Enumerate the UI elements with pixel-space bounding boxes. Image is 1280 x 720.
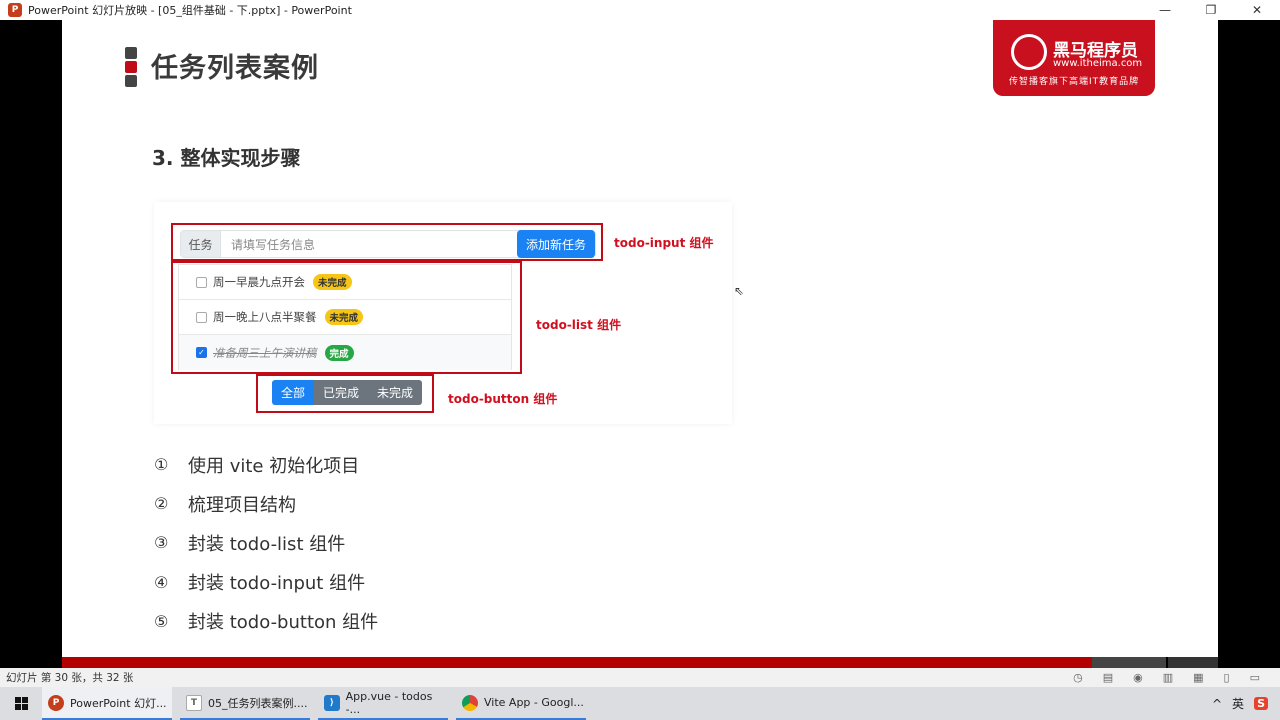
timer-icon[interactable]: ◷ bbox=[1073, 671, 1083, 684]
step-number: ④ bbox=[154, 572, 169, 592]
taskbar-item-vscode[interactable]: ⟩ App.vue - todos -... bbox=[318, 687, 448, 720]
input-prefix-label: 任务 bbox=[181, 231, 221, 257]
slide-counter: 幻灯片 第 30 张，共 32 张 bbox=[6, 672, 134, 684]
todo-item: 周一早晨九点开会 未完成 bbox=[179, 265, 511, 300]
filter-done-button: 已完成 bbox=[314, 380, 369, 405]
taskbar-item-chrome[interactable]: Vite App - Googl... bbox=[456, 687, 586, 720]
windows-taskbar: P PowerPoint 幻灯... T 05_任务列表案例.... ⟩ App… bbox=[0, 687, 1280, 720]
view-controls: ◷ ▤ ◉ ▥ ▦ ▯ ▭ bbox=[1073, 668, 1260, 687]
letterbox-left bbox=[0, 20, 62, 657]
todo-text: 准备周三上午演讲稿 bbox=[213, 345, 317, 360]
typora-icon: T bbox=[186, 694, 202, 711]
slide-title: 任务列表案例 bbox=[151, 53, 319, 84]
step-item: ③ 封装 todo-list 组件 bbox=[154, 523, 378, 562]
todo-text: 周一晚上八点半聚餐 bbox=[213, 310, 317, 324]
todo-item: 周一晚上八点半聚餐 未完成 bbox=[179, 300, 511, 335]
play-icon[interactable]: ◉ bbox=[1133, 671, 1143, 684]
minimize-button[interactable]: — bbox=[1159, 3, 1171, 17]
reading-view-icon[interactable]: ▯ bbox=[1223, 671, 1230, 684]
window-titlebar: P PowerPoint 幻灯片放映 - [05_组件基础 - 下.pptx] … bbox=[0, 0, 1280, 20]
filter-button-group: 全部 已完成 未完成 bbox=[272, 380, 423, 405]
step-text: 使用 vite 初始化项目 bbox=[188, 455, 360, 477]
todo-button-highlight bbox=[256, 374, 434, 413]
brand-name: 黑马程序员 bbox=[1053, 41, 1138, 61]
todo-input-highlight bbox=[171, 223, 603, 261]
brand-logo: 黑马程序员 www.itheima.com 传智播客旗下高端IT教育品牌 bbox=[993, 20, 1155, 96]
todo-list: 周一早晨九点开会 未完成 周一晚上八点半聚餐 未完成 ✓ 准备周三上午演讲稿 完… bbox=[178, 264, 512, 370]
restore-button[interactable]: ❐ bbox=[1205, 3, 1217, 17]
status-badge: 未完成 bbox=[313, 274, 352, 290]
taskbar-item-powerpoint[interactable]: P PowerPoint 幻灯... bbox=[42, 687, 172, 720]
close-button[interactable]: ✕ bbox=[1251, 3, 1263, 17]
tray-chevron-icon[interactable]: ^ bbox=[1211, 696, 1223, 711]
status-badge: 完成 bbox=[324, 344, 354, 361]
windows-logo-icon bbox=[14, 697, 28, 710]
checkbox-checked-icon: ✓ bbox=[196, 347, 207, 358]
step-number: ③ bbox=[154, 533, 169, 553]
todo-item: ✓ 准备周三上午演讲稿 完成 bbox=[179, 335, 511, 370]
brand-url: www.itheima.com bbox=[1053, 58, 1143, 69]
slide-footer-dark-block bbox=[1168, 657, 1218, 668]
step-number: ② bbox=[154, 494, 169, 514]
powerpoint-icon: P bbox=[48, 694, 64, 711]
mouse-cursor-icon: ⇖ bbox=[734, 284, 745, 298]
slide-footer-bar bbox=[62, 657, 1092, 668]
ime-indicator[interactable]: 英 bbox=[1232, 697, 1245, 711]
todo-input-label: todo-input 组件 bbox=[614, 236, 714, 250]
window-title: PowerPoint 幻灯片放映 - [05_组件基础 - 下.pptx] - … bbox=[28, 4, 352, 17]
step-text: 封装 todo-input 组件 bbox=[188, 573, 366, 595]
todo-button-label: todo-button 组件 bbox=[448, 392, 558, 406]
section-heading: 3. 整体实现步骤 bbox=[152, 146, 301, 170]
taskbar-item-label: Vite App - Googl... bbox=[484, 696, 584, 709]
step-item: ② 梳理项目结构 bbox=[154, 484, 378, 523]
notes-icon[interactable]: ▤ bbox=[1102, 671, 1114, 684]
horse-logo-icon bbox=[1011, 34, 1047, 70]
taskbar-item-label: 05_任务列表案例.... bbox=[208, 696, 308, 710]
slide-footer-dark-block bbox=[1092, 657, 1166, 668]
system-tray: ^ 英 S bbox=[1212, 687, 1268, 720]
letterbox-right bbox=[1218, 20, 1280, 657]
normal-view-icon[interactable]: ▥ bbox=[1162, 671, 1174, 684]
powerpoint-app-icon: P bbox=[8, 3, 22, 17]
taskbar-item-typora[interactable]: T 05_任务列表案例.... bbox=[180, 687, 310, 720]
step-number: ⑤ bbox=[154, 611, 169, 631]
step-text: 封装 todo-list 组件 bbox=[188, 533, 346, 555]
step-item: ① 使用 vite 初始化项目 bbox=[154, 445, 378, 484]
powerpoint-statusbar: 幻灯片 第 30 张，共 32 张 ◷ ▤ ◉ ▥ ▦ ▯ ▭ bbox=[0, 668, 1280, 687]
taskbar-item-label: PowerPoint 幻灯... bbox=[70, 696, 167, 710]
chrome-icon bbox=[462, 694, 478, 711]
step-text: 封装 todo-button 组件 bbox=[188, 612, 379, 634]
step-number: ① bbox=[154, 455, 169, 475]
step-item: ⑤ 封装 todo-button 组件 bbox=[154, 602, 378, 641]
start-button[interactable] bbox=[0, 687, 42, 720]
slide-canvas[interactable]: 任务列表案例 黑马程序员 www.itheima.com 传智播客旗下高端IT教… bbox=[62, 20, 1218, 657]
brand-slogan: 传智播客旗下高端IT教育品牌 bbox=[1009, 77, 1140, 87]
todo-list-label: todo-list 组件 bbox=[536, 318, 622, 332]
status-badge: 未完成 bbox=[324, 309, 364, 325]
sogou-input-icon[interactable]: S bbox=[1254, 697, 1268, 710]
checkbox-icon bbox=[196, 276, 207, 288]
checkbox-icon bbox=[196, 311, 207, 323]
todo-list-highlight bbox=[171, 261, 522, 374]
step-item: ④ 封装 todo-input 组件 bbox=[154, 563, 378, 602]
filter-undone-button: 未完成 bbox=[368, 380, 423, 405]
step-text: 梳理项目结构 bbox=[188, 494, 296, 516]
vscode-icon: ⟩ bbox=[324, 694, 340, 711]
title-marker-icon bbox=[125, 47, 137, 89]
sorter-view-icon[interactable]: ▦ bbox=[1193, 671, 1204, 684]
taskbar-item-label: App.vue - todos -... bbox=[345, 689, 433, 716]
todo-text: 周一早晨九点开会 bbox=[213, 275, 305, 289]
slideshow-icon[interactable]: ▭ bbox=[1249, 671, 1260, 684]
filter-all-button: 全部 bbox=[272, 380, 315, 405]
add-task-button: 添加新任务 bbox=[517, 230, 595, 258]
